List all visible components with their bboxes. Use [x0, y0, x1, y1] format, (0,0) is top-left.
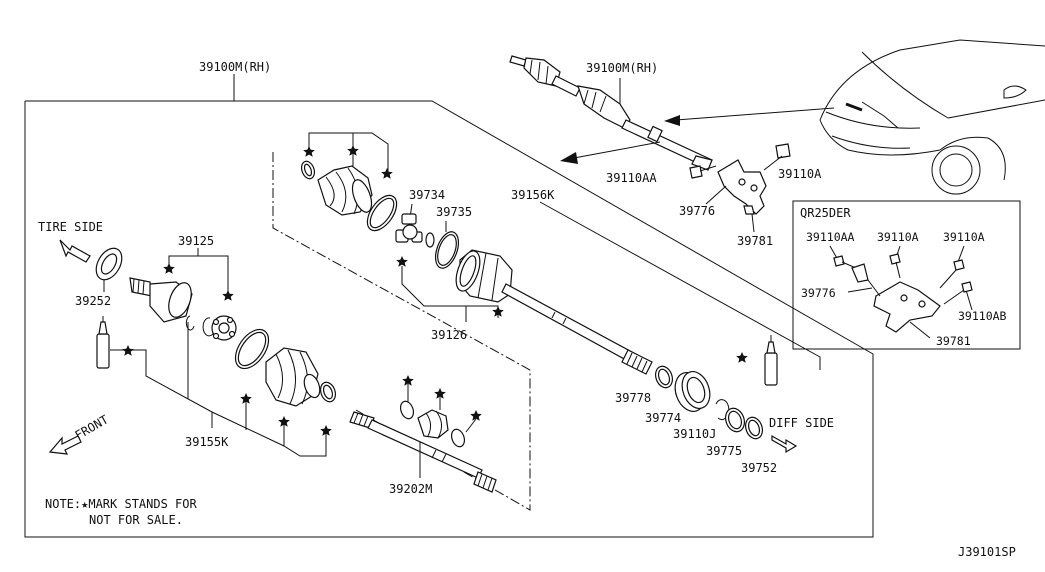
bracket-top-mount — [717, 159, 767, 215]
star-mark — [122, 345, 134, 356]
ring-kit-b — [450, 428, 466, 448]
label-39110aa-top: 39110AA — [606, 171, 657, 185]
star-mark — [278, 416, 290, 427]
leader-39781-top — [751, 213, 755, 233]
label-39100m-vehicle: 39100M(RH) — [586, 61, 658, 75]
boot-tire-side — [265, 347, 321, 407]
shaft-assembled — [509, 55, 713, 171]
star-mark — [470, 410, 482, 421]
star-mark — [320, 425, 332, 436]
leader-inset-39110a-2 — [957, 245, 965, 263]
label-39110j: 39110J — [673, 427, 716, 441]
label-qr25der: QR25DER — [800, 206, 851, 220]
star-mark — [347, 145, 359, 156]
label-39735: 39735 — [436, 205, 472, 219]
inset-bolts — [833, 253, 973, 305]
ring-large-tire-inner — [237, 331, 267, 367]
label-39156k: 39156K — [511, 188, 555, 202]
snap-ring-left — [185, 315, 195, 331]
star-mark — [381, 168, 393, 179]
seal-39752-inner — [747, 419, 761, 437]
arrow-to-shaft-line — [675, 107, 835, 121]
bearing-39774 — [674, 371, 711, 412]
label-39734: 39734 — [409, 188, 445, 202]
star-mark — [163, 263, 175, 274]
label-inset-39110ab: 39110AB — [958, 309, 1007, 323]
leader-inset-39110ab — [965, 289, 973, 311]
ring-small-tire-inner — [322, 384, 334, 400]
ring-large-top-inner — [369, 197, 395, 229]
label-39774: 39774 — [645, 411, 681, 425]
boot-upper — [317, 165, 373, 216]
star-mark — [396, 256, 408, 267]
grease-tube-left — [96, 316, 110, 369]
leader-kit-c — [465, 418, 477, 433]
main-frame — [24, 100, 874, 538]
star-mark — [736, 352, 748, 363]
inset-box — [792, 200, 1021, 350]
note-line-2: NOT FOR SALE. — [89, 513, 183, 527]
label-39775: 39775 — [706, 444, 742, 458]
label-inset-39110a-2: 39110A — [943, 230, 985, 244]
snap-ring-39110j — [715, 399, 730, 421]
star-mark — [434, 388, 446, 399]
ring-small-top-inner — [303, 163, 313, 177]
bolt-39110aa-top — [689, 165, 717, 179]
label-39126: 39126 — [431, 328, 467, 342]
inset-bracket — [851, 263, 941, 333]
diff-side-arrow — [771, 434, 798, 454]
label-inset-39776: 39776 — [801, 286, 836, 300]
star-mark — [240, 393, 252, 404]
joint-housing — [455, 249, 513, 303]
tire-side-arrow — [59, 239, 91, 263]
label-39781-top: 39781 — [737, 234, 773, 248]
star-mark — [222, 290, 234, 301]
star-mark — [402, 375, 414, 386]
bolt-39110a-top — [763, 143, 791, 171]
arrow-to-diagram-head — [560, 152, 578, 164]
ring-39775-inner — [727, 410, 743, 430]
ring-39735-inner — [437, 234, 457, 266]
label-39110a-top: 39110A — [778, 167, 822, 181]
label-39252: 39252 — [75, 294, 111, 308]
note-line-1: NOTE:★MARK STANDS FOR — [45, 497, 197, 511]
label-diff-side: DIFF SIDE — [769, 416, 834, 430]
leader-inset-39776 — [847, 287, 873, 293]
leader-inset-39781 — [909, 321, 931, 339]
label-inset-39110aa: 39110AA — [806, 230, 855, 244]
shaft-39156k — [501, 283, 653, 375]
leader-39776-top — [705, 185, 727, 205]
ring-39778-inner — [657, 368, 671, 386]
ring-kit-a — [399, 400, 415, 420]
label-39778: 39778 — [615, 391, 651, 405]
tripod-joint — [395, 213, 423, 243]
label-39752: 39752 — [741, 461, 777, 475]
seal-39252-inner — [100, 253, 118, 275]
label-39776-top: 39776 — [679, 204, 715, 218]
star-mark — [492, 306, 504, 317]
vehicle-outline — [819, 39, 1045, 195]
star-mark — [303, 146, 315, 157]
bracket-top — [308, 132, 389, 175]
label-39202m: 39202M — [389, 482, 432, 496]
label-inset-39110a-1: 39110A — [877, 230, 919, 244]
label-39100m-main: 39100M(RH) — [199, 60, 271, 74]
label-39125: 39125 — [178, 234, 214, 248]
subassembly-outline — [272, 152, 531, 511]
boot-kit — [417, 409, 449, 439]
diagram-code: J39101SP — [958, 545, 1016, 559]
arrow-to-diagram-line — [573, 141, 661, 159]
arrow-to-shaft-head — [664, 115, 680, 126]
grease-tube-right — [764, 335, 778, 386]
inner-race — [202, 315, 237, 341]
shaft-39202m — [349, 411, 497, 493]
snap-ring-39735 — [425, 232, 435, 248]
label-inset-39781: 39781 — [936, 334, 971, 348]
leader-39156k — [539, 201, 821, 370]
outer-cv-joint — [129, 277, 193, 323]
label-tire-side: TIRE SIDE — [38, 220, 103, 234]
label-39155k: 39155K — [185, 435, 229, 449]
front-arrow — [48, 435, 82, 455]
